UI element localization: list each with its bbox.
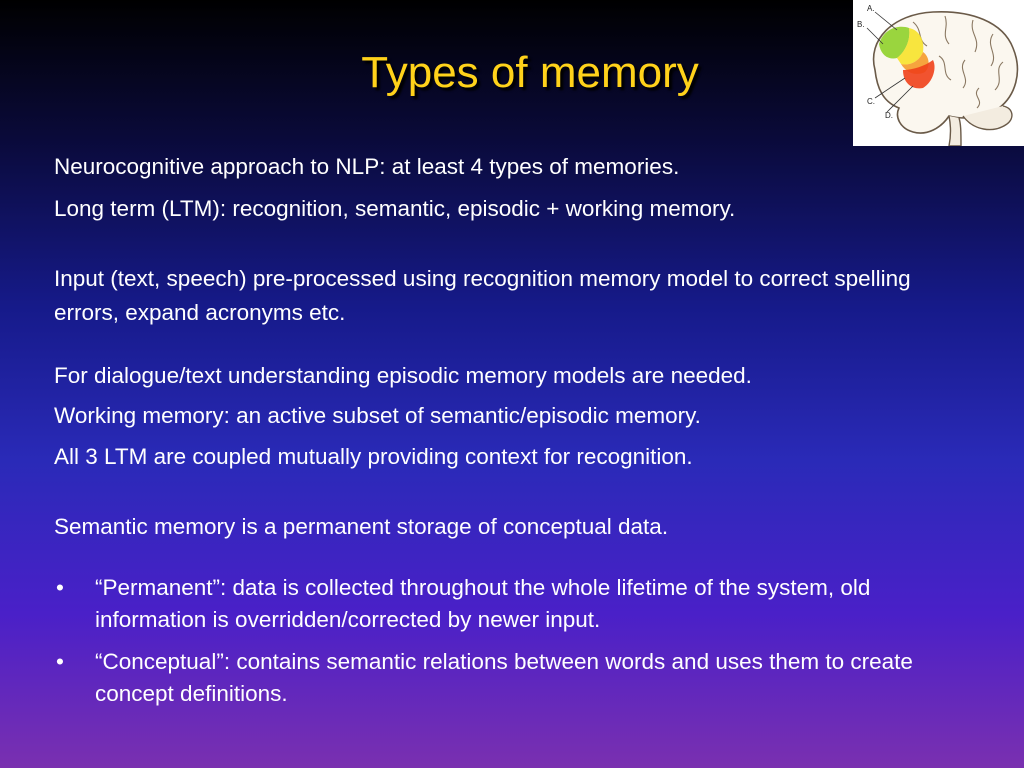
bullet-dot: • bbox=[56, 575, 64, 600]
brain-label-c: C. bbox=[867, 97, 875, 106]
bullet-item-permanent: • “Permanent”: data is collected through… bbox=[54, 572, 954, 636]
intro-line-1: Neurocognitive approach to NLP: at least… bbox=[54, 154, 680, 179]
brain-illustration: A. B. C. D. bbox=[853, 0, 1024, 146]
brain-label-a: A. bbox=[867, 4, 875, 13]
semantic-line: Semantic memory is a permanent storage o… bbox=[54, 514, 669, 539]
bullet-item-conceptual: • “Conceptual”: contains semantic relati… bbox=[54, 646, 954, 710]
brain-label-b: B. bbox=[857, 20, 865, 29]
middle-line-3: All 3 LTM are coupled mutually providing… bbox=[54, 444, 693, 469]
middle-line-2: Working memory: an active subset of sema… bbox=[54, 403, 701, 428]
bullet-list: • “Permanent”: data is collected through… bbox=[54, 572, 954, 720]
bullet-text-conceptual: “Conceptual”: contains semantic relation… bbox=[95, 649, 913, 706]
intro-line-2: Long term (LTM): recognition, semantic, … bbox=[54, 196, 736, 221]
middle-line-1: For dialogue/text understanding episodic… bbox=[54, 363, 752, 388]
bullet-text-permanent: “Permanent”: data is collected throughou… bbox=[95, 575, 871, 632]
slide-title: Types of memory bbox=[361, 48, 699, 97]
brain-label-d: D. bbox=[885, 111, 893, 120]
input-paragraph: Input (text, speech) pre-processed using… bbox=[54, 266, 911, 325]
bullet-dot: • bbox=[56, 649, 64, 674]
